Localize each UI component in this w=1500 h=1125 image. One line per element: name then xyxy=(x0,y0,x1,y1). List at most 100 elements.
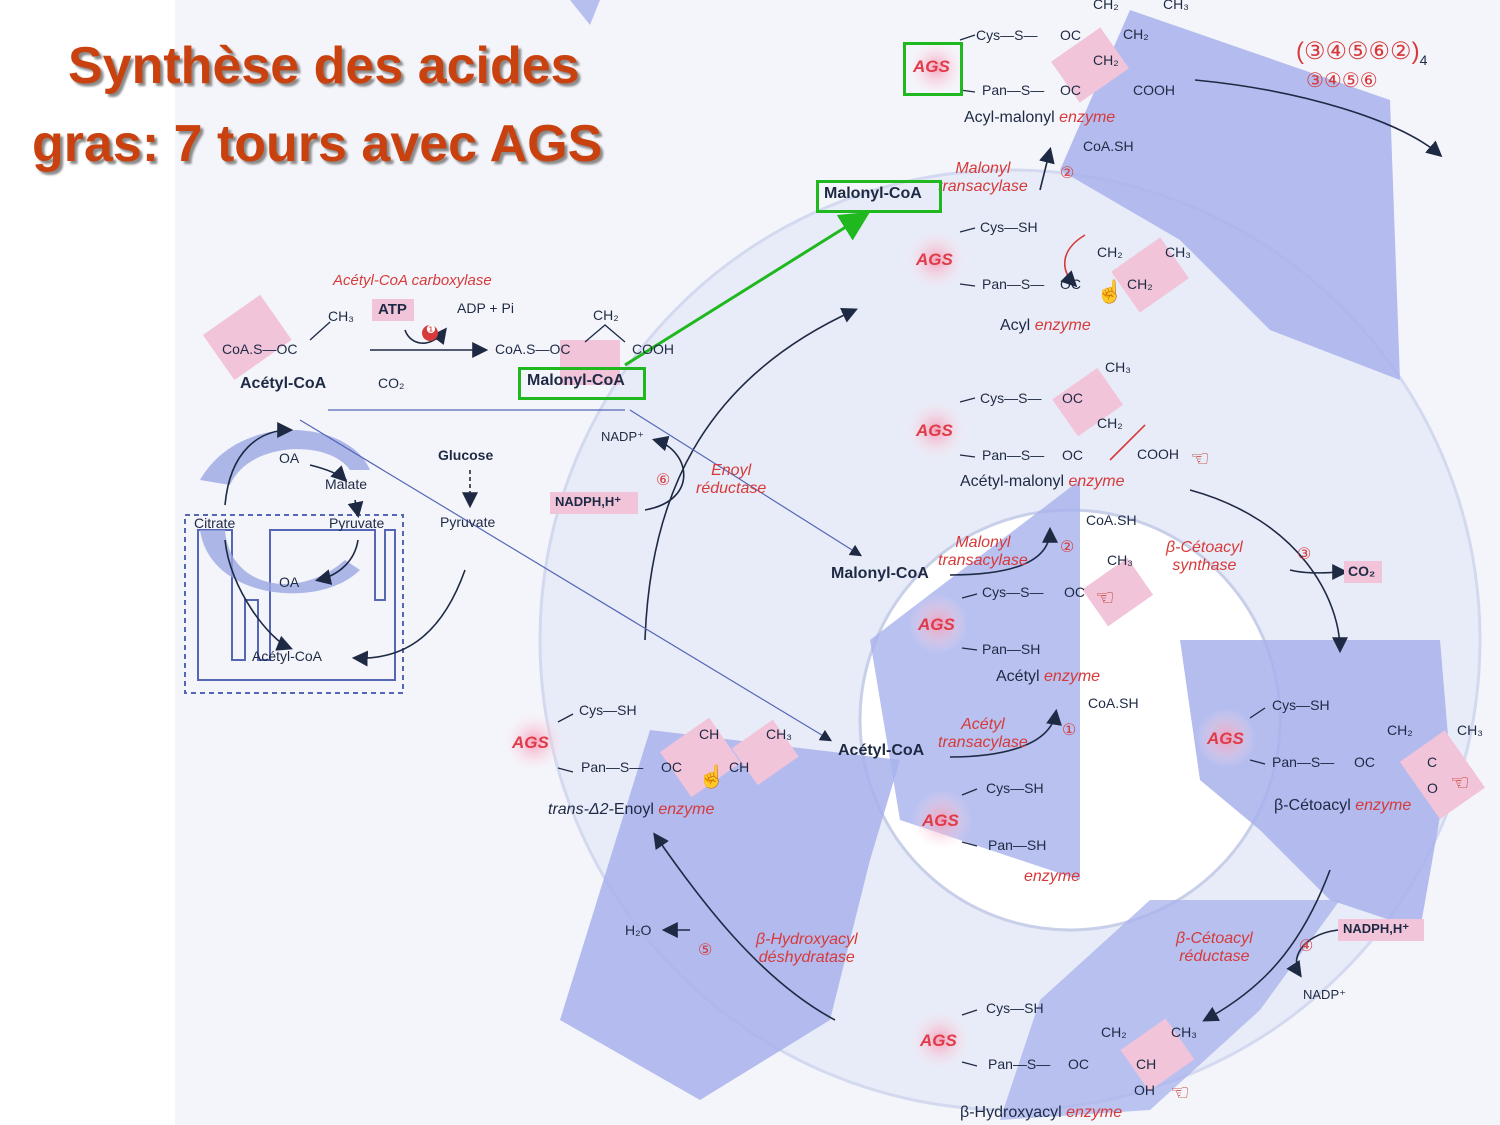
cys-sh-8: Cys—SH xyxy=(579,702,637,718)
cys-sh-5: Cys—SH xyxy=(986,780,1044,796)
ch2-1c: CH₂ xyxy=(1093,52,1119,68)
ch3-6: CH₃ xyxy=(1457,722,1483,738)
ch-8a: CH xyxy=(699,726,720,742)
hydroxyacyl-name: β-Hydroxyacyl xyxy=(960,1104,1062,1121)
cys-s-1: Cys—S— xyxy=(976,27,1038,43)
oc-8: OC xyxy=(661,759,682,775)
cycle-arrow-right xyxy=(1180,640,1450,930)
pan-sh-4: Pan—SH xyxy=(982,641,1041,657)
pyruvate-label: Pyruvate xyxy=(440,514,496,530)
cys-sh-2: Cys—SH xyxy=(980,219,1038,235)
mito-malate: Malate xyxy=(325,476,368,492)
cetoacyl-reductase-label: β-Cétoacyl réductase xyxy=(1176,930,1253,966)
step-6: ⑥ xyxy=(656,472,671,489)
cetoacyl-synthase-label: β-Cétoacyl synthase xyxy=(1166,539,1243,575)
malonyl-transacylase-center: Malonyl transacylase xyxy=(938,534,1028,570)
ch2-1a: CH₂ xyxy=(1093,0,1119,12)
enoyl-prefix: trans-Δ2- xyxy=(548,801,614,818)
nadph-right: NADPH,H⁺ xyxy=(1343,921,1410,936)
acetyl-ch3: CH₃ xyxy=(328,308,354,324)
acetyl-name: Acétyl xyxy=(996,668,1040,685)
oc-4: OC xyxy=(1064,584,1085,600)
pointing-hand-icon: ☜ xyxy=(1170,1080,1190,1105)
oc-1a: OC xyxy=(1060,27,1081,43)
acyl-malonyl-name: Acyl-malonyl xyxy=(964,109,1055,126)
ags-cetoacyl: AGS xyxy=(1207,729,1244,748)
pan-s-1: Pan—S— xyxy=(982,82,1045,98)
dehydratase-label: β-Hydroxyacyl déshydratase xyxy=(756,931,858,967)
malonyl-coa-top-highlight xyxy=(816,180,942,213)
enzyme-word: enzyme xyxy=(1355,797,1412,814)
step-5: ⑤ xyxy=(698,942,713,959)
cycle-arrow-top xyxy=(1060,10,1400,380)
c-6: C xyxy=(1427,754,1438,770)
step-1-bullet: ❶ xyxy=(426,324,436,336)
oh-7: OH xyxy=(1134,1082,1155,1098)
ch3-7: CH₃ xyxy=(1171,1024,1197,1040)
nadph-left: NADPH,H⁺ xyxy=(555,494,622,509)
co2-box xyxy=(1344,561,1382,583)
cycle-formula-2: ③④⑤⑥ xyxy=(1306,70,1378,92)
ch-7: CH xyxy=(1136,1056,1157,1072)
oc-1b: OC xyxy=(1060,82,1081,98)
pointing-hand-icon: ☜ xyxy=(1450,770,1470,795)
mito-citrate: Citrate xyxy=(194,515,236,531)
ch2-1b: CH₂ xyxy=(1123,26,1149,42)
acyl-malonyl-enzyme-label: Acyl-malonyl enzyme xyxy=(964,109,1115,127)
enzyme-word: enzyme xyxy=(1034,317,1091,334)
atp-box xyxy=(372,299,414,321)
ags-acyl: AGS xyxy=(916,250,953,269)
acetyl-malonyl-enzyme-label: Acétyl-malonyl enzyme xyxy=(960,473,1125,491)
pointing-hand-icon: ☜ xyxy=(1095,585,1115,610)
coash-top: CoA.SH xyxy=(1083,138,1134,154)
acetyl-malonyl-name: Acétyl-malonyl xyxy=(960,473,1065,490)
oc-2: OC xyxy=(1060,276,1081,292)
mito-oa-top: OA xyxy=(279,450,300,466)
free-enzyme-label: enzyme xyxy=(1024,868,1081,885)
step-3: ③ xyxy=(1297,546,1312,563)
acyl-name: Acyl xyxy=(1000,317,1031,334)
malonyl-coa-center: Malonyl-CoA xyxy=(831,565,929,582)
nadp-right: NADP⁺ xyxy=(1303,987,1346,1002)
cys-sh-7: Cys—SH xyxy=(986,1000,1044,1016)
ch3-4: CH₃ xyxy=(1107,552,1133,568)
malonyl-cooh: COOH xyxy=(632,341,674,357)
mitochondrion-box xyxy=(184,514,404,694)
adp-label: ADP + Pi xyxy=(457,300,514,316)
mito-oa-bottom: OA xyxy=(279,574,300,590)
nadph-box-right xyxy=(1338,919,1424,941)
acetyl-coa-formula: CoA.S—OC xyxy=(222,341,298,357)
ch3-8: CH₃ xyxy=(766,726,792,742)
acetyl-enzyme-label: Acétyl enzyme xyxy=(996,668,1100,686)
atp-label: ATP xyxy=(378,301,407,318)
pan-s-6: Pan—S— xyxy=(1272,754,1335,770)
cooh-3: COOH xyxy=(1137,446,1179,462)
hydroxyacyl-enzyme-label: β-Hydroxyacyl enzyme xyxy=(960,1104,1122,1122)
enzyme-word: enzyme xyxy=(658,801,715,818)
coash-center: CoA.SH xyxy=(1086,512,1137,528)
cycle-arrow-center xyxy=(870,480,1080,880)
cys-sh-6: Cys—SH xyxy=(1272,697,1330,713)
malonyl-highlight-arrow xyxy=(624,211,871,367)
malonyl-coa-highlight xyxy=(518,367,646,400)
mito-acetyl-coa: Acétyl-CoA xyxy=(252,648,323,664)
ags-acetyl: AGS xyxy=(918,615,955,634)
co2-left: CO₂ xyxy=(378,375,405,391)
enoyl-reductase-label: Enoyl réductase xyxy=(696,462,767,498)
step-4: ④ xyxy=(1299,938,1314,955)
pan-s-7: Pan—S— xyxy=(988,1056,1051,1072)
ags-highlight xyxy=(903,42,963,96)
cycle-formula-main: (③④⑤⑥②) xyxy=(1296,38,1420,65)
glucose-label: Glucose xyxy=(438,447,494,463)
coash-center-2: CoA.SH xyxy=(1088,695,1139,711)
malonyl-coa-top: Malonyl-CoA xyxy=(824,185,922,202)
enzyme-word: enzyme xyxy=(1068,473,1125,490)
acyl-enzyme-label: Acyl enzyme xyxy=(1000,317,1091,335)
cetoacyl-name: β-Cétoacyl xyxy=(1274,797,1351,814)
enzyme-word: enzyme xyxy=(1059,109,1116,126)
malonyl-formula: CoA.S—OC xyxy=(495,341,571,357)
cooh-1: COOH xyxy=(1133,82,1175,98)
ch-8b: CH xyxy=(729,759,750,775)
pan-sh-5: Pan—SH xyxy=(988,837,1047,853)
